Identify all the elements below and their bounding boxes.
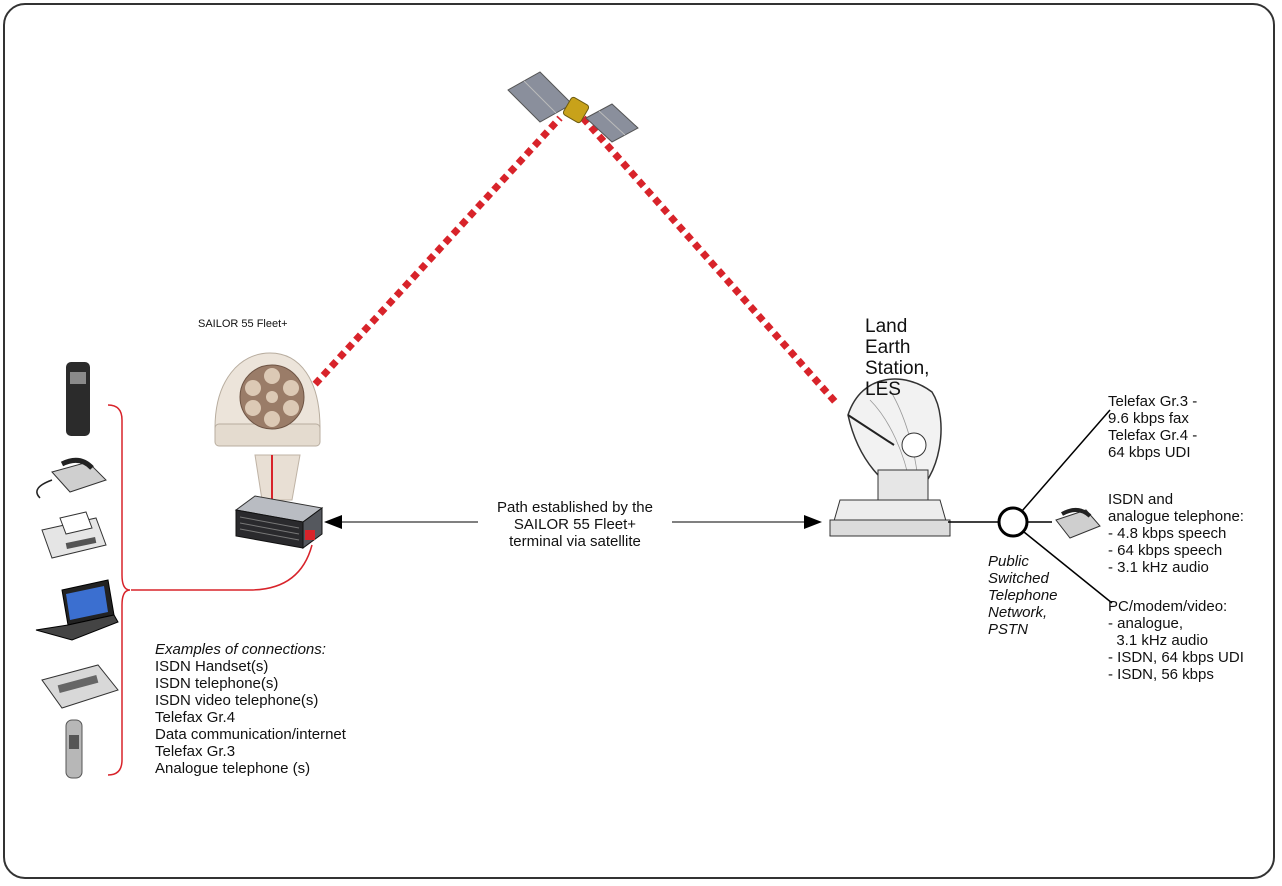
device-bracket [107,404,131,776]
phone-service-line: - 4.8 kbps speech [1108,525,1227,542]
phone-service-line: - 64 kbps speech [1108,542,1223,559]
les-label-line: Earth [865,337,911,358]
phone-service-line: - 3.1 kHz audio [1108,559,1209,576]
pstn-hub-icon [997,506,1029,538]
connection-item: ISDN video telephone(s) [155,692,319,709]
connections-heading: Examples of connections: [155,641,326,658]
les-label-line: Station, [865,358,930,379]
path-arrow-right-head [804,515,822,529]
connection-item: ISDN telephone(s) [155,675,279,692]
laptop-icon [35,579,119,641]
pc-services-list: PC/modem/video: - analogue, 3.1 kHz audi… [1108,598,1244,683]
terminal-to-devices-cable [131,544,313,591]
satellite-uplink [304,115,563,396]
phone-service-line: ISDN and [1108,491,1174,508]
pstn-label-line: Telephone [988,587,1058,604]
les-label-line: LES [865,379,901,400]
pstn-label-line: Network, [988,604,1048,621]
fax-machine-icon [41,511,107,559]
connection-item: ISDN Handset(s) [155,658,269,675]
pstn-label-line: Switched [988,570,1049,587]
terminal-label: SAILOR 55 Fleet+ [198,318,288,330]
pstn-to-pc-line [1023,531,1113,604]
pstn-to-fax-line [1021,409,1111,512]
path-arrow-left-head [324,515,342,529]
fax-service-line: 9.6 kbps fax [1108,410,1189,427]
fax-service-line: 64 kbps UDI [1108,444,1191,461]
path-label: Path established by the SAILOR 55 Fleet+… [480,499,670,550]
pc-service-line: 3.1 kHz audio [1108,632,1209,649]
pc-service-line: - ISDN, 56 kbps [1108,666,1214,683]
terminal-box-icon [234,495,324,549]
diagram-frame [3,3,1275,879]
fax-terminal-icon [41,664,119,709]
fax-services-list: Telefax Gr.3 - 9.6 kbps fax Telefax Gr.4… [1108,393,1197,461]
pstn-telephone-icon [1055,508,1101,539]
cordless-phone-icon [65,719,83,779]
path-label-line: SAILOR 55 Fleet+ [513,516,637,533]
path-label-line: terminal via satellite [509,533,641,550]
phone-service-line: analogue telephone: [1108,508,1244,525]
pstn-label: Public Switched Telephone Network, PSTN [988,553,1058,638]
pc-service-line: PC/modem/video: [1108,598,1228,615]
fax-service-line: Telefax Gr.3 - [1108,393,1198,410]
connection-item: Telefax Gr.3 [155,743,236,760]
connections-list: Examples of connections: ISDN Handset(s)… [155,641,346,777]
les-label-line: Land [865,316,908,337]
connection-item: Analogue telephone (s) [155,760,311,777]
les-label: Land Earth Station, LES [865,316,929,400]
connection-item: Telefax Gr.4 [155,709,236,726]
path-label-line: Path established by the [497,499,653,516]
satellite-downlink [580,115,841,408]
pc-service-line: - analogue, [1108,615,1184,632]
desk-telephone-icon [36,457,107,499]
pstn-label-line: PSTN [988,621,1029,638]
connection-item: Data communication/internet [155,726,346,743]
pstn-label-line: Public [988,553,1029,570]
satellite-icon [507,71,639,143]
handset-icon [66,362,90,436]
pc-service-line: - ISDN, 64 kbps UDI [1108,649,1244,666]
earth-station-dish-icon [829,378,951,537]
phone-services-list: ISDN and analogue telephone: - 4.8 kbps … [1108,491,1244,576]
antenna-dome-icon [214,352,321,501]
fax-service-line: Telefax Gr.4 - [1108,427,1198,444]
